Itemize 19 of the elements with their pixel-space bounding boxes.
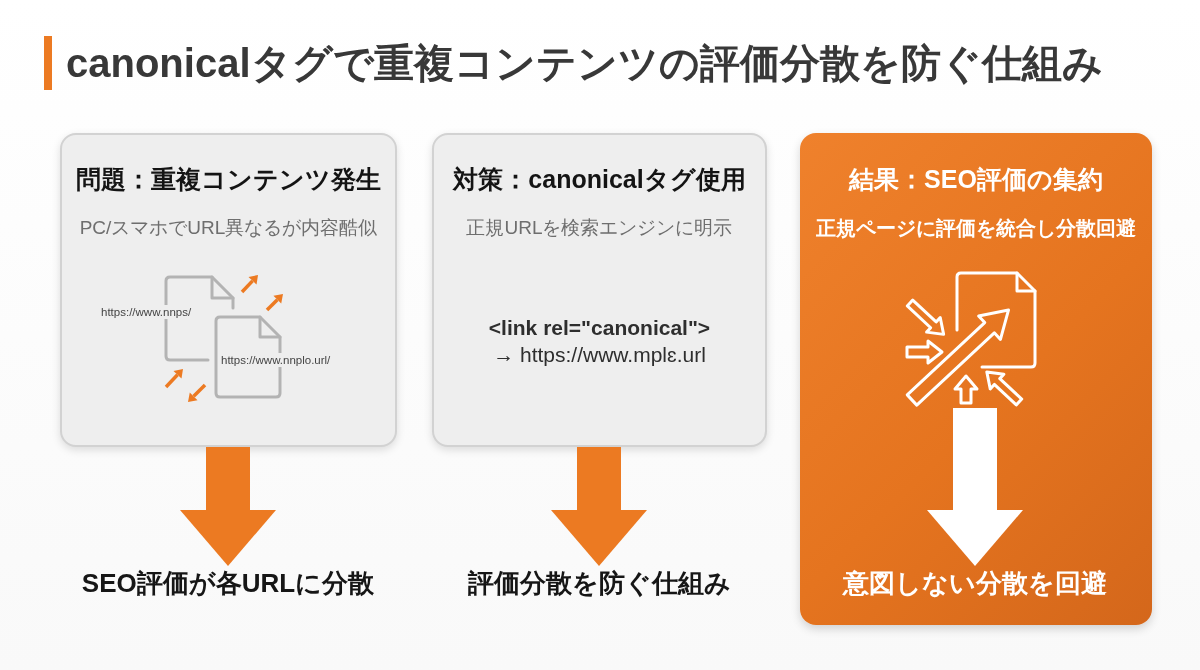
outcome-text: SEO評価が各URLに分散 [81,566,375,600]
outcome-text: 評価分散を防ぐ仕組み [467,566,731,600]
card-heading: 対策：canonicalタグ使用 [453,164,746,194]
info-card [60,133,397,447]
card-description: PC/スマホでURL異なるが内容酷似 [79,216,378,240]
outcome-text: 意図しない分散を回避 [843,566,1107,600]
highlight-panel [800,133,1152,625]
url-label: https://www.nnps/ [100,305,193,319]
card-description: 正規ページに評価を統合し分散回避 [816,216,1136,240]
info-card [432,133,767,447]
card-heading: 問題：重複コンテンツ発生 [76,164,381,194]
page-title: canonicalタグで重複コンテンツの評価分散を防ぐ仕組み [66,40,1103,87]
code-snippet: <link rel="canonical"> [488,315,711,341]
block-arrow [180,447,276,566]
card-description: 正規URLを検索エンジンに明示 [466,216,733,240]
card-heading: 結果：SEO評価の集約 [849,164,1103,194]
code-snippet: → https://www.mplɛ.url [493,342,706,368]
url-label: https://www.nnplo.url/ [220,353,332,367]
block-arrow [551,447,647,566]
